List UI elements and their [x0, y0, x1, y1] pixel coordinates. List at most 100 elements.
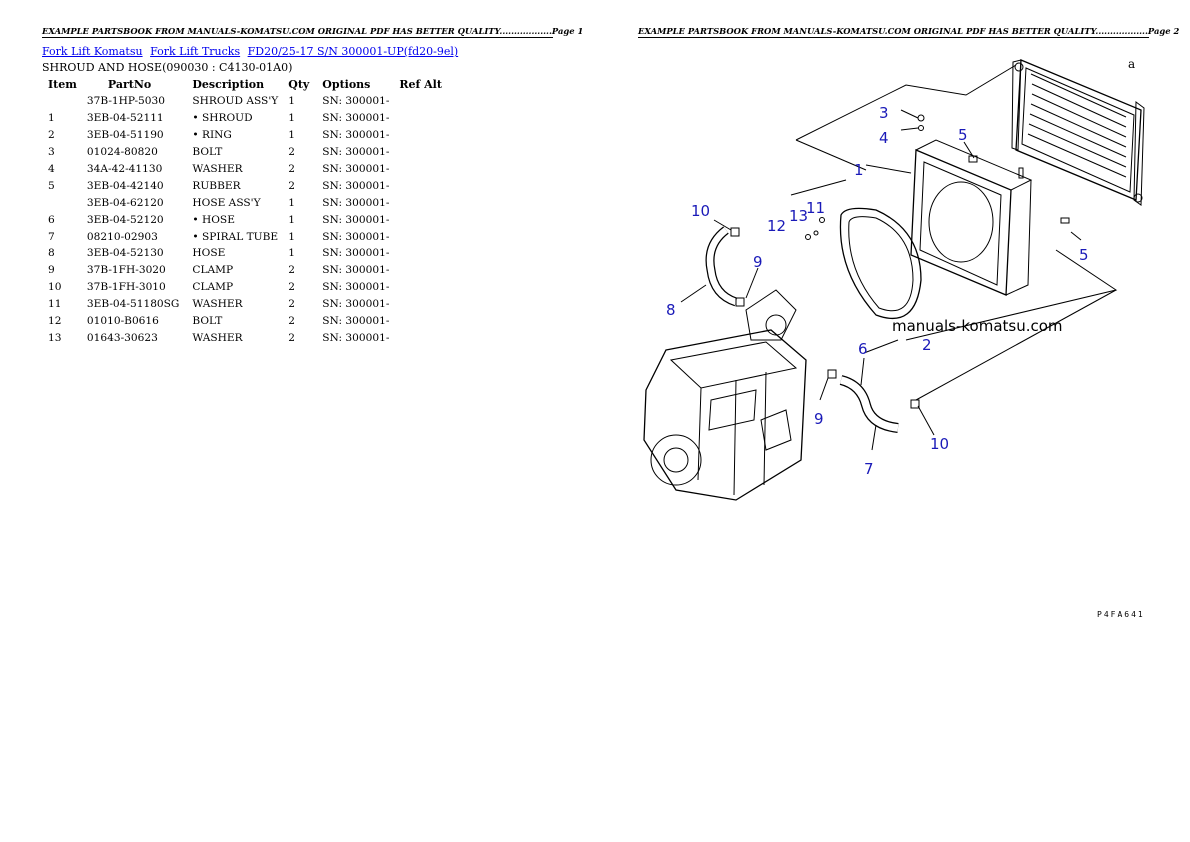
leader-line-10b: [917, 405, 935, 436]
cell-qty: 1: [288, 196, 295, 209]
cell-qty: 2: [288, 163, 295, 175]
guide-line: [795, 64, 1017, 141]
cell-options: SN: 300001-: [322, 146, 390, 159]
cell-options: SN: 300001-: [322, 112, 390, 125]
breadcrumb-link-model[interactable]: FD20/25-17 S/N 300001-UP(fd20-9el): [247, 45, 459, 58]
engine-drawing: [643, 289, 807, 501]
leader-line-10a: [713, 219, 732, 231]
cell-qty: 1: [288, 112, 295, 125]
cell-refalt: [394, 110, 447, 127]
col-header-partno: PartNo: [107, 78, 152, 91]
cell-partno: 3EB-04-62120: [86, 196, 164, 209]
callout-7: 7: [864, 460, 874, 478]
cell-description: CLAMP: [192, 264, 234, 277]
cell-partno: 34A-42-41130: [86, 163, 163, 175]
cell-options: SN: 300001-: [322, 196, 390, 209]
cell-qty: 1: [288, 95, 295, 108]
cell-item: [42, 93, 82, 110]
col-header-qty: Qty: [288, 78, 310, 91]
cell-partno: 3EB-04-52130: [86, 247, 164, 260]
cell-qty: 2: [288, 179, 295, 192]
breadcrumb-link-fork-lift-trucks[interactable]: Fork Lift Trucks: [150, 45, 241, 58]
leader-line-2: [863, 339, 899, 354]
cell-item: 1: [48, 112, 55, 125]
cell-qty: 1: [288, 230, 295, 243]
cell-description: BOLT: [192, 315, 223, 328]
callout-9a: 9: [753, 253, 763, 271]
guide-line: [795, 139, 867, 171]
callout-3: 3: [879, 104, 889, 122]
cell-refalt: [394, 194, 447, 211]
figure-code: P4FA641: [1097, 610, 1145, 619]
cell-options: SN: 300001-: [322, 163, 390, 175]
cell-qty: 2: [288, 146, 295, 159]
cell-options: SN: 300001-: [322, 179, 390, 192]
cell-item: 12: [48, 315, 62, 328]
callout-2: 2: [922, 336, 932, 354]
cell-item: 7: [48, 230, 55, 243]
cell-partno: 37B-1FH-3010: [86, 281, 166, 294]
cell-description: SHROUD ASS'Y: [192, 95, 279, 108]
callout-1: 1: [854, 161, 864, 179]
cell-qty: 2: [288, 298, 295, 311]
cell-options: SN: 300001-: [322, 230, 390, 243]
cell-description: WASHER: [192, 298, 243, 311]
breadcrumb-link-fork-lift-komatsu[interactable]: Fork Lift Komatsu: [42, 45, 143, 58]
cell-refalt: [394, 144, 447, 161]
cell-partno: 3EB-04-52120: [86, 213, 164, 226]
cell-partno: 01643-30623: [86, 331, 158, 344]
cell-refalt: [394, 177, 447, 194]
cell-partno: 3EB-04-51190: [86, 129, 164, 142]
cell-partno: 37B-1HP-5030: [86, 95, 165, 108]
leader-line-7: [871, 424, 877, 451]
col-header-options: Options: [322, 78, 371, 91]
cell-refalt: [394, 329, 447, 346]
cell-description: • SPIRAL TUBE: [192, 230, 279, 243]
callout-10a: 10: [691, 202, 710, 220]
cell-options: SN: 300001-: [322, 129, 390, 142]
cell-qty: 1: [288, 247, 295, 260]
cell-item: 3: [48, 146, 55, 159]
cell-description: • SHROUD: [192, 112, 253, 125]
cell-refalt: [394, 313, 447, 330]
cell-item: 13: [48, 331, 62, 344]
cell-options: SN: 300001-: [322, 213, 390, 226]
cell-item: 2: [48, 129, 55, 142]
cell-item: 11: [48, 298, 62, 311]
shroud-drawing: [910, 139, 1033, 296]
leader-line-9a: [745, 267, 759, 299]
col-header-refalt: Ref Alt: [399, 78, 442, 91]
cell-qty: 2: [288, 331, 295, 344]
leader-line-4: [900, 127, 919, 131]
leader-line-6: [860, 357, 865, 386]
cell-item: 6: [48, 213, 55, 226]
table-header-row: Item PartNo Description Qty Options Ref …: [42, 76, 447, 93]
parts-table: Item PartNo Description Qty Options Ref …: [42, 76, 447, 346]
cell-qty: 2: [288, 281, 295, 294]
cell-description: WASHER: [192, 163, 243, 175]
cell-refalt: [394, 296, 447, 313]
guide-line: [790, 179, 847, 196]
leader-line-9b: [819, 377, 829, 401]
callout-8: 8: [666, 301, 676, 319]
exploded-parts-diagram: 1 2 3 4 5 5 6 7 8 9 9 10 10 11 12 13 man…: [643, 57, 1145, 501]
cell-item: 10: [48, 281, 62, 294]
callout-labels: 1 2 3 4 5 5 6 7 8 9 9 10 10 11 12 13: [666, 104, 1089, 478]
callout-6: 6: [858, 340, 868, 358]
cell-options: SN: 300001-: [322, 247, 390, 260]
col-header-description: Description: [192, 78, 265, 91]
cell-description: BOLT: [192, 146, 223, 159]
leader-line-5b: [1070, 231, 1082, 241]
page-title: SHROUD AND HOSE(090030 : C4130-01A0): [42, 61, 293, 74]
cell-item: 9: [48, 264, 55, 277]
